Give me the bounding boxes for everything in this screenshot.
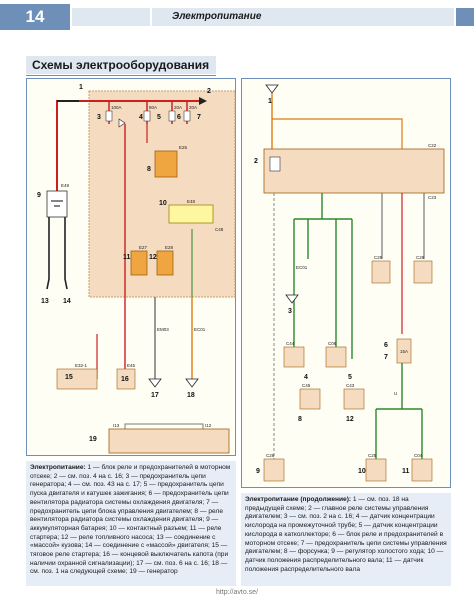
right-callout-7: 7 (384, 354, 388, 361)
left-diagram-panel: 100A 80A 20A 20A (26, 78, 236, 456)
right-callout-8: 8 (298, 416, 302, 423)
right-callout-11: 11 (402, 468, 410, 475)
relay-12 (156, 250, 174, 276)
section-title: Электропитание (152, 8, 454, 26)
callout-10: 10 (159, 200, 167, 207)
label-e32-1: E32-1 (75, 363, 88, 368)
label-i12: I12 (205, 423, 212, 428)
page-title: Схемы электрооборудования (26, 56, 216, 74)
header-stripe (72, 8, 150, 26)
right-label-c29: C29 (374, 255, 383, 260)
right-label-c43: C43 (346, 383, 355, 388)
left-wiring-diagram: 100A 80A 20A 20A (37, 84, 236, 454)
page-header: 14 Электропитание (0, 0, 474, 34)
callout-13: 13 (41, 298, 49, 305)
starter-relay-2 (116, 368, 136, 390)
injector (263, 458, 285, 482)
caption-right: Электропитание (продолжение): 1 — см. по… (241, 493, 451, 586)
callout-19: 19 (89, 436, 97, 443)
right-callout-4: 4 (304, 374, 308, 381)
sensor-11 (411, 458, 433, 482)
fuse-rating-1: 100A (111, 105, 122, 110)
title-underline (26, 75, 216, 76)
right-label-c28: C28 (416, 255, 425, 260)
caption-right-text: 1 — см. поз. 18 на предыдущей схеме; 2 —… (245, 496, 447, 573)
starter-relay (56, 368, 98, 390)
right-callout-3: 3 (288, 308, 292, 315)
callout-5: 5 (157, 114, 161, 121)
label-e45: E45 (127, 363, 136, 368)
callout-1: 1 (79, 84, 83, 91)
callout-14: 14 (63, 298, 71, 305)
right-label-c22: C22 (428, 143, 437, 148)
callout-18: 18 (187, 392, 195, 399)
right-label-u: U (394, 391, 397, 396)
right-label-c26: C26 (266, 453, 275, 458)
right-label-c23: C23 (428, 195, 437, 200)
callout-3: 3 (97, 114, 101, 121)
right-callout-2: 2 (254, 158, 258, 165)
connector-10 (168, 204, 214, 224)
generator (108, 428, 230, 454)
fuse-rating-3: 20A (174, 105, 182, 110)
sensor-5b (343, 388, 365, 410)
footer-url: http://avto.se/ (215, 589, 259, 596)
right-label-c44: C44 (286, 341, 295, 346)
callout-17: 17 (151, 392, 159, 399)
label-e48: E48 (187, 199, 196, 204)
label-e28: E28 (165, 245, 174, 250)
callout-16: 16 (121, 376, 129, 383)
relay-8 (154, 150, 178, 178)
right-callout-12: 12 (346, 416, 354, 423)
callout-12: 12 (149, 254, 157, 261)
fuse-rating-2: 80A (149, 105, 157, 110)
callout-8: 8 (147, 166, 151, 173)
right-label-c25: C25 (368, 453, 377, 458)
right-label-15a: 15A (400, 349, 408, 354)
callout-4: 4 (139, 114, 143, 121)
callout-6: 6 (177, 114, 181, 121)
label-e27: E27 (139, 245, 148, 250)
callout-11: 11 (123, 254, 131, 261)
header-end-block (456, 8, 474, 26)
callout-7: 7 (197, 114, 201, 121)
right-label-c04: C04 (414, 453, 423, 458)
label-em03: EM03 (157, 327, 169, 332)
right-callout-10: 10 (358, 468, 366, 475)
right-callout-6: 6 (384, 342, 388, 349)
sensor-5a (299, 388, 321, 410)
battery (46, 190, 68, 218)
callout-2: 2 (207, 88, 211, 95)
label-e26: E26 (179, 145, 188, 150)
right-wiring-diagram: 1 2 3 4 5 6 7 8 9 10 11 12 C22 C23 EC01 … (254, 84, 445, 482)
caption-right-head: Электропитание (продолжение): (245, 496, 352, 503)
callout-15: 15 (65, 374, 73, 381)
caption-left: Электропитание: 1 — блок реле и предохра… (26, 461, 236, 586)
label-i13: I13 (113, 423, 120, 428)
callout-9: 9 (37, 192, 41, 199)
right-callout-9: 9 (256, 468, 260, 475)
sensor-4b (325, 346, 347, 368)
right-diagram-panel: 1 2 3 4 5 6 7 8 9 10 11 12 C22 C23 EC01 … (241, 78, 451, 488)
right-callout-5: 5 (348, 374, 352, 381)
relay-11 (130, 250, 148, 276)
fuse-rating-4: 20A (189, 105, 197, 110)
caption-left-text: 1 — блок реле и предохранителей в моторн… (30, 464, 231, 576)
main-relay-box (263, 148, 445, 194)
sensor-c28 (413, 260, 433, 284)
label-c48: C48 (215, 227, 224, 232)
page-number: 14 (0, 4, 70, 30)
right-label-ec01: EC01 (296, 265, 308, 270)
label-ec01: EC01 (194, 327, 206, 332)
right-label-c45: C45 (302, 383, 311, 388)
sensor-4a (283, 346, 305, 368)
caption-left-head: Электропитание: (30, 464, 86, 471)
right-label-c06: C06 (328, 341, 337, 346)
sensor-c29 (371, 260, 391, 284)
sensor-10 (365, 458, 387, 482)
label-e49: E49 (61, 183, 70, 188)
right-callout-1: 1 (268, 98, 272, 105)
